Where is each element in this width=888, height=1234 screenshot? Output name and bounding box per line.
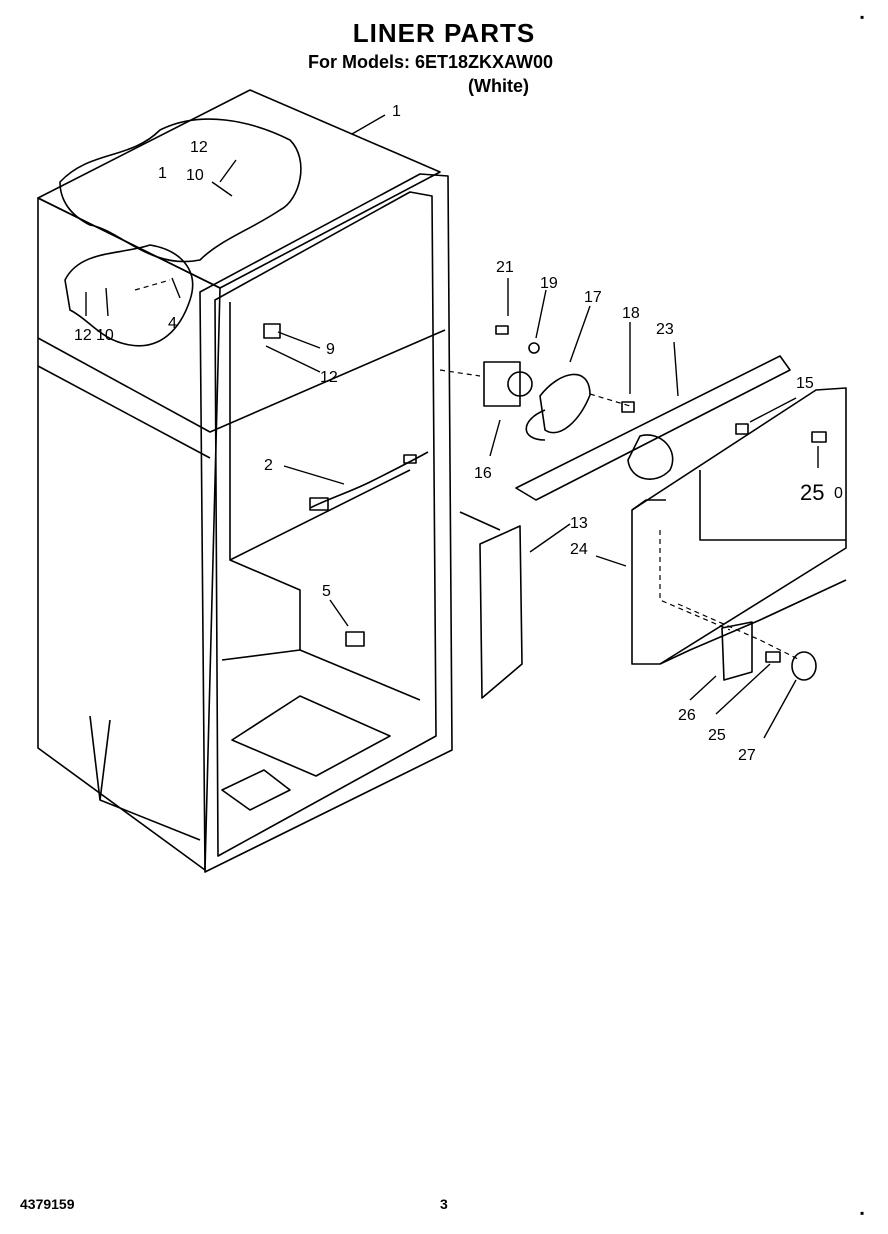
callout-9: 9 — [326, 341, 335, 358]
callout-18: 18 — [622, 305, 640, 322]
callout-2: 2 — [264, 457, 273, 474]
variant-label: (White) — [468, 76, 529, 96]
callout-19: 19 — [540, 275, 558, 292]
part-9-clip — [263, 323, 281, 339]
callout-4: 4 — [168, 315, 177, 332]
part-18-screw — [621, 401, 635, 413]
part-26-plate — [721, 621, 753, 681]
callout-27: 27 — [738, 747, 756, 764]
callout-23: 23 — [656, 321, 674, 338]
callout-15: 15 — [796, 375, 814, 392]
callout-12b: 12 — [74, 327, 92, 344]
callout-16: 16 — [474, 465, 492, 482]
callout-0: 0 — [834, 485, 843, 502]
footer-page-number: 3 — [440, 1196, 448, 1212]
callout-21: 21 — [496, 259, 514, 276]
part-5-clip — [345, 631, 365, 647]
evaporator-cover — [631, 387, 847, 665]
liner-cabinet — [37, 89, 453, 873]
callout-1-small: 1 — [158, 165, 167, 182]
callout-25b: 25 — [708, 727, 726, 744]
part-27-knob — [791, 651, 817, 681]
part-25-screw — [765, 651, 781, 663]
models-line: For Models: 6ET18ZKXAW00 — [308, 52, 554, 72]
part-15-screw — [735, 423, 749, 435]
callout-17: 17 — [584, 289, 602, 306]
callout-12a: 12 — [190, 139, 208, 156]
part-13-strip — [479, 525, 523, 699]
page-title: LINER PARTS — [352, 18, 536, 48]
corner-mark: ▪ — [860, 10, 865, 24]
callout-1: 1 — [392, 103, 401, 120]
wire-harness — [309, 451, 429, 511]
part-25-screw-top — [811, 431, 827, 443]
footer-part-number: 4379159 — [20, 1196, 75, 1212]
callout-12c: 12 — [320, 369, 338, 386]
fan-motor-assembly — [483, 325, 591, 441]
callout-13: 13 — [570, 515, 588, 532]
callout-25a: 25 — [800, 480, 824, 505]
evaporator-grille — [515, 355, 791, 501]
corner-mark: ▪ — [860, 1206, 865, 1220]
callout-10b: 10 — [96, 327, 114, 344]
callout-10a: 10 — [186, 167, 204, 184]
callout-24: 24 — [570, 541, 588, 558]
callout-26: 26 — [678, 707, 696, 724]
callout-5: 5 — [322, 583, 331, 600]
